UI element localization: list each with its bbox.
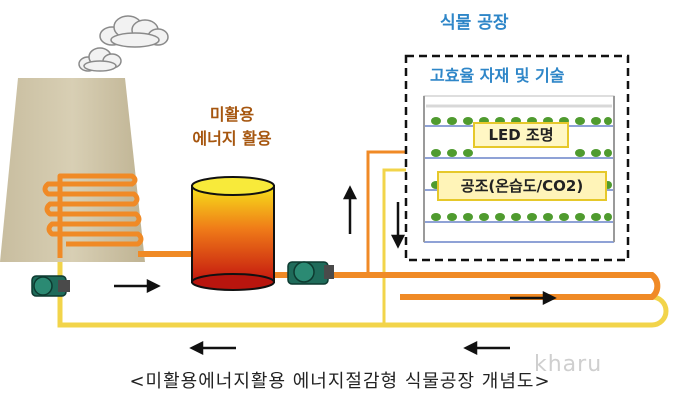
- arrow-down-icon: [390, 202, 406, 249]
- caption: <미활용에너지활용 에너지절감형 식물공장 개념도>: [129, 371, 551, 392]
- led-box: [473, 122, 569, 148]
- hvac-label: 공조(온습도/CO2): [460, 177, 584, 195]
- arrow-left-icon: [463, 340, 510, 356]
- arrow-right-icon: [114, 278, 161, 294]
- pump-icon-right: [287, 261, 334, 285]
- led-label: LED 조명: [488, 126, 554, 144]
- plant-factory-title: 식물 공장: [440, 13, 509, 33]
- watermark: kharu: [534, 352, 603, 377]
- supply-branch: [366, 150, 410, 275]
- storage-tank: [191, 176, 275, 291]
- unused-energy-line1: 미활용: [209, 105, 255, 124]
- unused-energy-label: 미활용 에너지 활용: [176, 103, 288, 151]
- pump-icon-left: [31, 275, 70, 297]
- cloud-icon: [99, 15, 169, 48]
- arrow-up-icon: [342, 185, 358, 234]
- hvac-box: [437, 171, 607, 201]
- arrow-right-icon: [510, 290, 557, 306]
- arrow-left-icon: [189, 340, 236, 356]
- supply-pipe: [270, 272, 661, 300]
- return-pipe: [57, 262, 669, 328]
- plant-row: [431, 117, 612, 221]
- unused-energy-line2: 에너지 활용: [192, 129, 272, 148]
- heat-coil: [42, 173, 144, 258]
- cloud-icon-small: [78, 47, 122, 72]
- tech-label: 고효율 자재 및 기술: [430, 66, 565, 85]
